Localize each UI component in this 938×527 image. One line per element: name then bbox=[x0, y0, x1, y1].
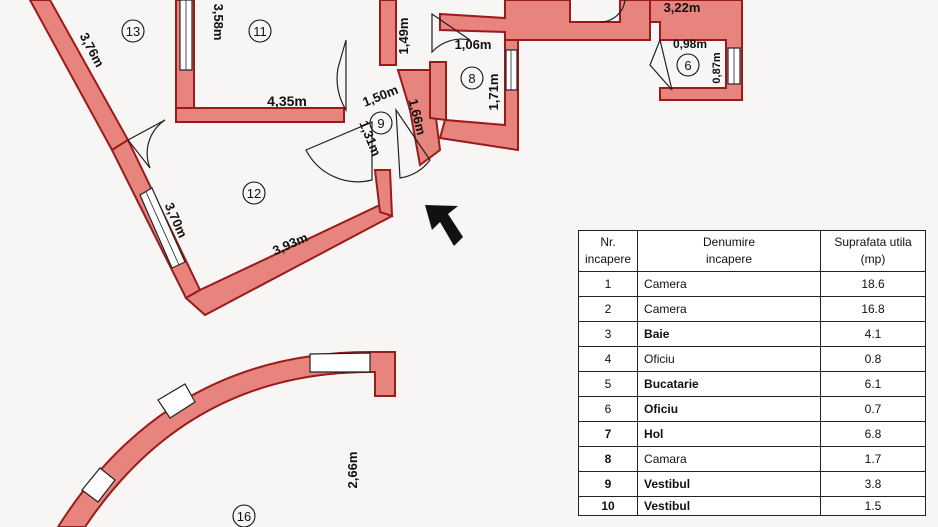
dim-1-06: 1,06m bbox=[455, 37, 492, 52]
row-area: 1.5 bbox=[820, 496, 926, 516]
room-12-number: 12 bbox=[247, 186, 261, 201]
window-room-6 bbox=[727, 47, 741, 85]
row-name: Baie bbox=[637, 321, 822, 347]
dim-3-58: 3,58m bbox=[211, 4, 226, 41]
room-16-number: 16 bbox=[237, 509, 251, 524]
room-11-number: 11 bbox=[253, 24, 267, 39]
dim-2-66: 2,66m bbox=[345, 452, 360, 489]
window-left-diagonal bbox=[139, 187, 186, 269]
row-nr: 6 bbox=[577, 396, 639, 422]
row-area: 4.1 bbox=[820, 321, 926, 347]
room-13-number: 13 bbox=[126, 24, 140, 39]
row-area: 6.1 bbox=[820, 371, 926, 397]
row-area: 16.8 bbox=[820, 296, 926, 322]
row-nr: 9 bbox=[577, 471, 639, 497]
row-nr: 7 bbox=[577, 421, 639, 447]
dim-0-87: 0,87m bbox=[711, 52, 723, 83]
header-nr: Nr. incapere bbox=[577, 230, 639, 272]
room-9-number: 9 bbox=[377, 116, 384, 131]
table-row: 9 Vestibul 3.8 bbox=[577, 471, 926, 497]
wall-room-9 bbox=[379, 0, 397, 66]
wall-room-12-bottom bbox=[184, 203, 394, 317]
wall-room-12-right bbox=[373, 169, 394, 218]
door-room-11-vestibul bbox=[336, 39, 347, 113]
wall-room-8 bbox=[438, 39, 519, 152]
door-hol bbox=[431, 12, 471, 54]
row-area: 3.8 bbox=[820, 471, 926, 497]
room-13-marker bbox=[121, 19, 145, 43]
wall-room-6 bbox=[649, 0, 743, 101]
rooms-area-table: Nr. incapere Denumire incapere Suprafata… bbox=[577, 230, 926, 516]
table-row: 2 Camera 16.8 bbox=[577, 296, 926, 322]
table-header-row: Nr. incapere Denumire incapere Suprafata… bbox=[577, 230, 926, 272]
row-name: Bucatarie bbox=[637, 371, 822, 397]
row-nr: 8 bbox=[577, 446, 639, 472]
dim-3-22: 3,22m bbox=[664, 0, 701, 15]
wall-11-12 bbox=[175, 107, 345, 123]
room-6-marker bbox=[676, 53, 700, 77]
room-8-marker bbox=[460, 66, 484, 90]
room-11-marker bbox=[248, 19, 272, 43]
row-name: Vestibul bbox=[637, 471, 822, 497]
row-nr: 2 bbox=[577, 296, 639, 322]
door-kitchen bbox=[599, 0, 626, 23]
table-row: 6 Oficiu 0.7 bbox=[577, 396, 926, 422]
table-row: 3 Baie 4.1 bbox=[577, 321, 926, 347]
row-name: Camera bbox=[637, 296, 822, 322]
header-name: Denumire incapere bbox=[637, 230, 822, 272]
table-row: 1 Camera 18.6 bbox=[577, 271, 926, 297]
row-area: 1.7 bbox=[820, 446, 926, 472]
row-name: Camara bbox=[637, 446, 822, 472]
row-nr: 5 bbox=[577, 371, 639, 397]
row-name: Hol bbox=[637, 421, 822, 447]
window-13-11 bbox=[179, 0, 193, 71]
dim-4-35: 4,35m bbox=[267, 93, 307, 109]
table-row: 7 Hol 6.8 bbox=[577, 421, 926, 447]
door-entrance bbox=[395, 107, 431, 179]
room-6-number: 6 bbox=[684, 58, 691, 73]
room-16-marker bbox=[232, 504, 256, 527]
door-room-13 bbox=[127, 119, 166, 169]
row-nr: 4 bbox=[577, 346, 639, 372]
row-area: 18.6 bbox=[820, 271, 926, 297]
wall-curved-room-16 bbox=[56, 350, 396, 527]
room-8-number: 8 bbox=[468, 71, 475, 86]
dim-1-71: 1,71m bbox=[486, 74, 501, 111]
row-nr: 1 bbox=[577, 271, 639, 297]
dim-1-50: 1,50m bbox=[360, 82, 400, 110]
row-nr: 10 bbox=[577, 496, 639, 516]
row-name: Vestibul bbox=[637, 496, 822, 516]
room-9-marker bbox=[369, 111, 393, 135]
table-row: 4 Oficiu 0.8 bbox=[577, 346, 926, 372]
table-row: 8 Camara 1.7 bbox=[577, 446, 926, 472]
row-name: Oficiu bbox=[637, 346, 822, 372]
row-name: Camera bbox=[637, 271, 822, 297]
door-room-12-vestibul bbox=[305, 121, 373, 183]
wall-top-hol bbox=[439, 0, 651, 41]
table-row: 10 Vestibul 1.5 bbox=[577, 496, 926, 516]
window-room-8 bbox=[505, 49, 518, 91]
row-name: Oficiu bbox=[637, 396, 822, 422]
header-area: Suprafata utila (mp) bbox=[820, 230, 926, 272]
entrance-arrow-icon bbox=[425, 205, 463, 246]
room-12-marker bbox=[242, 181, 266, 205]
table-row: 5 Bucatarie 6.1 bbox=[577, 371, 926, 397]
wall-room-8-left bbox=[429, 61, 447, 122]
row-area: 0.7 bbox=[820, 396, 926, 422]
row-area: 6.8 bbox=[820, 421, 926, 447]
row-area: 0.8 bbox=[820, 346, 926, 372]
dim-0-98: 0,98m bbox=[673, 37, 707, 51]
dim-1-49: 1,49m bbox=[396, 18, 411, 55]
door-room-6 bbox=[649, 38, 673, 91]
row-nr: 3 bbox=[577, 321, 639, 347]
